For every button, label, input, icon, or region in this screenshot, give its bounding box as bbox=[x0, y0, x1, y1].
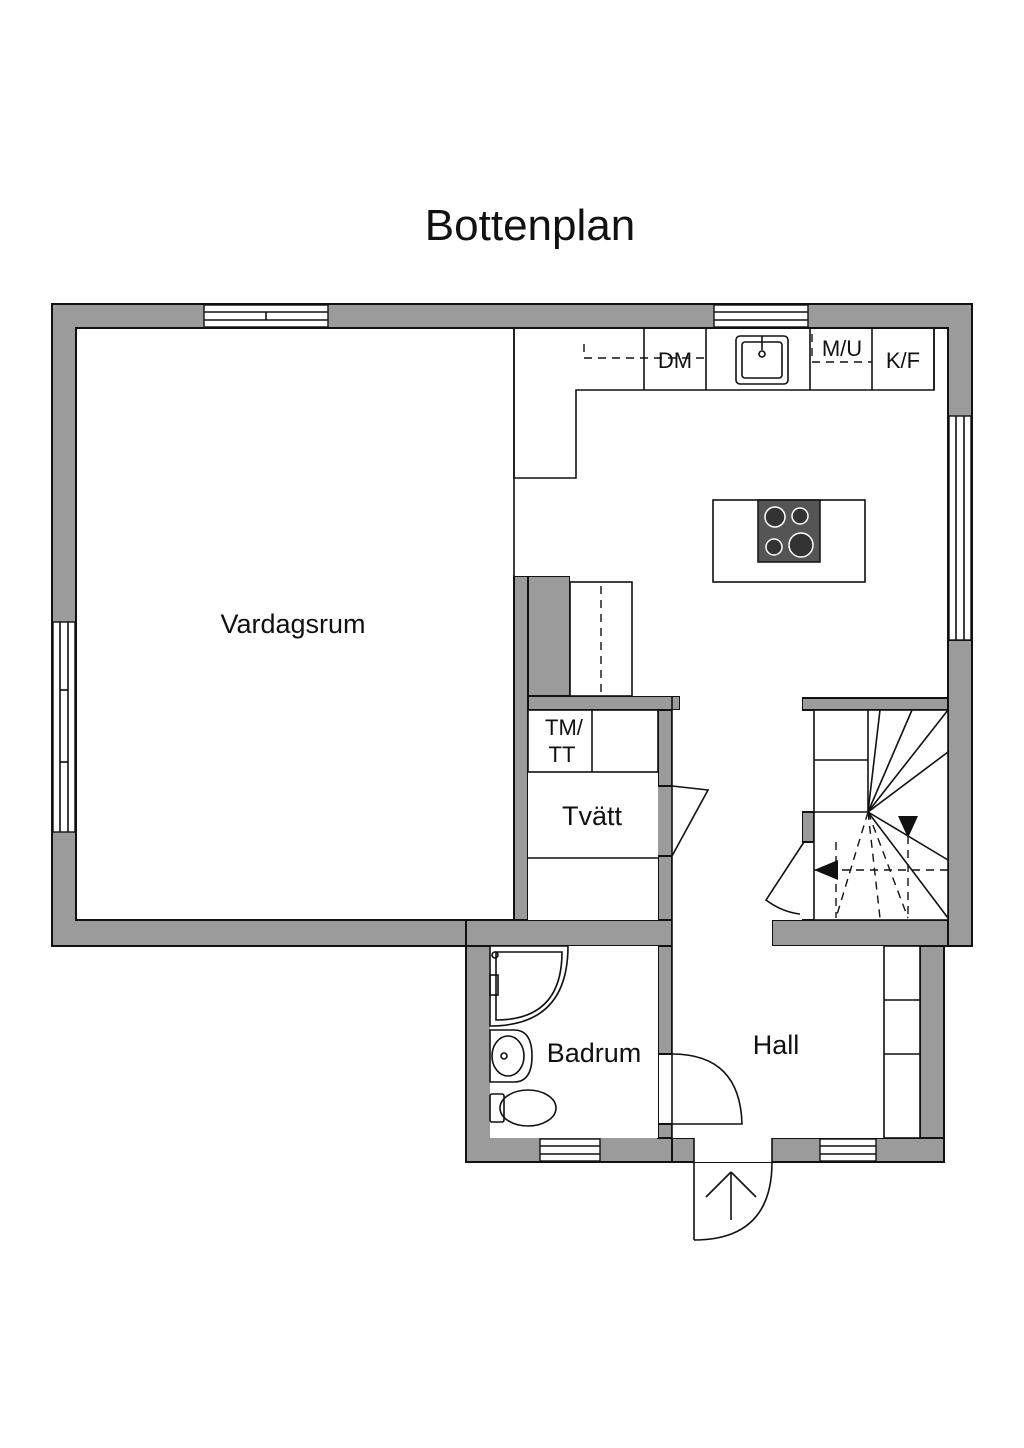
toilet-icon bbox=[489, 1089, 557, 1127]
floor-badrum bbox=[490, 946, 658, 1138]
cabinet bbox=[569, 581, 633, 697]
window-right bbox=[948, 415, 972, 641]
floor-hall-lower bbox=[672, 946, 920, 1138]
wall-vardagsrum-tvatt bbox=[513, 575, 529, 947]
room-label-vardagsrum: Vardagsrum bbox=[220, 609, 365, 639]
dm-dashed-outline bbox=[583, 344, 706, 359]
room-label-hall: Hall bbox=[753, 1030, 800, 1060]
window-badrum bbox=[539, 1138, 601, 1162]
edge-vardagsrum bbox=[75, 327, 515, 921]
window-hall bbox=[819, 1138, 877, 1162]
mu-dashed-outline bbox=[811, 334, 872, 363]
floor-hall-stairgap bbox=[672, 920, 772, 946]
hall-wardrobe bbox=[883, 945, 921, 1139]
washbasin-icon bbox=[489, 1029, 533, 1083]
wall-hall-right bbox=[919, 945, 945, 1163]
floor-kitchen bbox=[514, 329, 947, 576]
entrance-door-swing bbox=[693, 1161, 773, 1241]
badrum-room bbox=[489, 945, 743, 1127]
wall-stair-bottom bbox=[771, 919, 949, 947]
room-edges bbox=[75, 327, 673, 1138]
room-label-tvatt: Tvätt bbox=[562, 801, 623, 831]
window-left bbox=[52, 621, 76, 833]
sink-icon bbox=[735, 335, 789, 385]
wall-badrum-hall-lower bbox=[657, 1123, 673, 1139]
tvatt-room: TM/ TT bbox=[527, 709, 710, 859]
kitchen: DM M/U K/F bbox=[513, 328, 935, 583]
wall-tvatt-top bbox=[527, 695, 681, 711]
wall-stair-top bbox=[801, 697, 949, 711]
room-floors bbox=[77, 329, 948, 1138]
floor-hall-mid bbox=[680, 696, 802, 710]
shower-icon bbox=[489, 945, 569, 1027]
plan-title: Bottenplan bbox=[425, 201, 635, 250]
hob-icon bbox=[757, 499, 821, 563]
stair-closet-door bbox=[764, 841, 805, 915]
tvatt-door bbox=[671, 785, 710, 857]
wall-stair-side bbox=[801, 811, 815, 843]
badrum-door bbox=[671, 1053, 743, 1125]
entrance-arrow-up-icon bbox=[705, 1171, 757, 1220]
stair-arrow-down-icon bbox=[898, 816, 918, 838]
tm-label-line2: TT bbox=[549, 742, 576, 767]
floor-tvatt bbox=[528, 710, 658, 920]
mu-label: M/U bbox=[822, 336, 862, 361]
window-top-kitchen bbox=[713, 304, 809, 328]
window-top-left bbox=[203, 304, 329, 328]
stair-arrow-left-icon bbox=[814, 860, 838, 880]
floor-stairs bbox=[814, 710, 948, 920]
staircase bbox=[764, 709, 949, 921]
wall-badrum-hall bbox=[657, 945, 673, 1055]
wall-right-lower bbox=[947, 639, 973, 947]
room-label-badrum: Badrum bbox=[547, 1038, 642, 1068]
dm-label: DM bbox=[658, 348, 692, 373]
windows bbox=[52, 304, 972, 1162]
kf-label: K/F bbox=[886, 348, 920, 373]
floor-vardagsrum bbox=[77, 329, 513, 919]
wall-badrum-top bbox=[465, 919, 673, 947]
floor-hall bbox=[672, 710, 802, 920]
entrance bbox=[693, 1138, 773, 1241]
tm-label-line1: TM/ bbox=[545, 715, 584, 740]
floor-corridor bbox=[570, 576, 947, 696]
